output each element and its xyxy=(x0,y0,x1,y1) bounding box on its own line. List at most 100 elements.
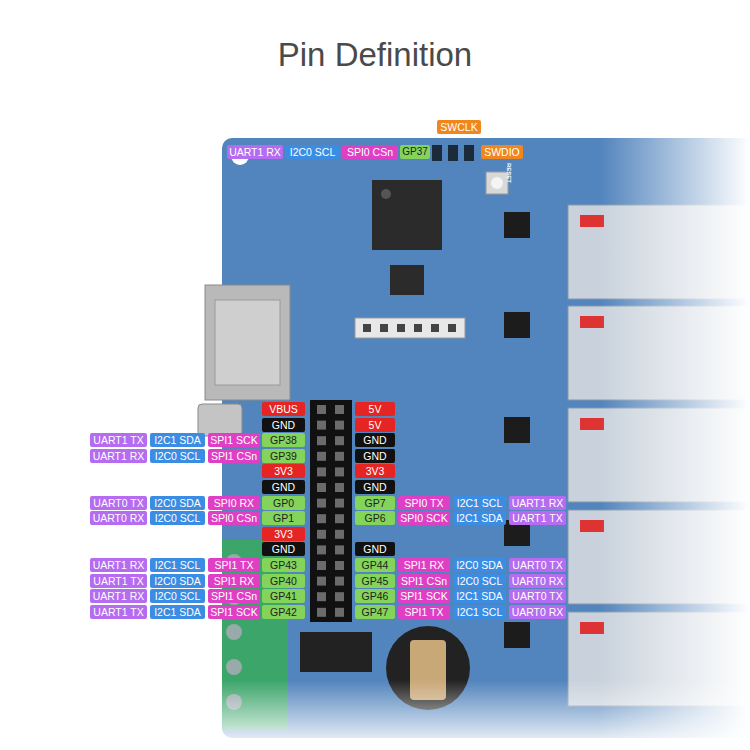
header-pin xyxy=(317,530,326,539)
header-pin xyxy=(335,499,344,508)
fade-right xyxy=(600,130,750,750)
fade-bottom xyxy=(180,680,750,750)
small-chip xyxy=(390,265,424,295)
optocoupler xyxy=(504,212,530,238)
pin-label: I2C1 SDA xyxy=(453,511,506,525)
pin-label: SPI0 SCK xyxy=(398,511,450,525)
pin-label: VBUS xyxy=(262,402,305,416)
screw xyxy=(226,659,242,675)
pin-label: GND xyxy=(262,418,305,432)
header-pin xyxy=(317,514,326,523)
pin xyxy=(397,324,405,332)
pin-label: GND xyxy=(355,480,395,494)
pin-label: SPI1 SCK xyxy=(208,433,260,447)
header-pin xyxy=(317,405,326,414)
silkscreen-text: RESET xyxy=(506,163,512,183)
pin-label: SPI1 SCK xyxy=(208,605,260,619)
pin-label: UART1 RX xyxy=(90,558,147,572)
pin-label: GP41 xyxy=(262,589,305,603)
pin-label: GP43 xyxy=(262,558,305,572)
pin-label: UART1 RX xyxy=(227,145,283,159)
header-pin xyxy=(335,577,344,586)
header-pin xyxy=(335,421,344,430)
pin-label: UART1 TX xyxy=(509,511,566,525)
pin xyxy=(448,324,456,332)
header-pin xyxy=(317,545,326,554)
pin-label: I2C0 SDA xyxy=(150,496,205,510)
pin-label: GP47 xyxy=(355,605,395,619)
pin-label: SPI1 CSn xyxy=(398,574,450,588)
header-pin xyxy=(335,561,344,570)
usb-port xyxy=(198,404,242,436)
pin-label: SPI1 RX xyxy=(208,574,260,588)
pin-label: UART1 TX xyxy=(90,605,147,619)
pin-label: I2C0 SCL xyxy=(150,589,205,603)
pin-label: GP1 xyxy=(262,511,305,525)
pin-label: I2C1 SCL xyxy=(150,558,205,572)
pin-label: GP45 xyxy=(355,574,395,588)
header-pin xyxy=(317,436,326,445)
optocoupler xyxy=(504,622,530,648)
pin-label: SPI1 RX xyxy=(398,558,450,572)
pin-label: I2C1 SDA xyxy=(453,589,506,603)
pin-label: UART1 RX xyxy=(90,449,147,463)
pin-label: UART1 TX xyxy=(90,433,147,447)
ethernet-jack xyxy=(205,285,290,400)
pin-label: SPI1 CSn xyxy=(208,589,260,603)
screw xyxy=(226,624,242,640)
pin-label: 3V3 xyxy=(262,464,305,478)
pin xyxy=(380,324,388,332)
pin-label: 3V3 xyxy=(355,464,395,478)
pin-label: GND xyxy=(262,542,305,556)
ethernet-face xyxy=(215,300,280,385)
header-pin xyxy=(335,467,344,476)
ic xyxy=(300,632,372,672)
pin-label: UART0 TX xyxy=(90,496,147,510)
pin-label: UART0 RX xyxy=(509,574,566,588)
pin-label: I2C0 SDA xyxy=(150,574,205,588)
reset-button xyxy=(486,172,508,194)
pin xyxy=(431,324,439,332)
header-pin xyxy=(335,608,344,617)
header-pin xyxy=(317,421,326,430)
pin-label: SPI1 SCK xyxy=(398,589,450,603)
pin-label: I2C0 SCL xyxy=(150,449,205,463)
header-pin xyxy=(317,467,326,476)
header-pin xyxy=(335,483,344,492)
pin-label: GP40 xyxy=(262,574,305,588)
header-pin xyxy=(317,483,326,492)
header-pins xyxy=(317,405,344,617)
pin-label: SPI0 RX xyxy=(208,496,260,510)
pin-label: SPI1 TX xyxy=(398,605,450,619)
pin-label: I2C1 SCL xyxy=(453,605,506,619)
header-pin xyxy=(335,545,344,554)
pin-label: I2C0 SCL xyxy=(285,145,340,159)
pin-label: GP37 xyxy=(400,145,430,159)
pin-label: I2C1 SCL xyxy=(453,496,506,510)
pin-label: UART1 RX xyxy=(90,589,147,603)
reset-cap xyxy=(491,177,503,189)
pin-label: GP39 xyxy=(262,449,305,463)
header-pin xyxy=(317,499,326,508)
pin-label: 5V xyxy=(355,402,395,416)
pin xyxy=(363,324,371,332)
pin-label: GP7 xyxy=(355,496,395,510)
pin xyxy=(414,324,422,332)
pin-label: UART0 TX xyxy=(509,558,566,572)
pin-label: 5V xyxy=(355,418,395,432)
pin-label: GND xyxy=(355,433,395,447)
header-pin xyxy=(335,592,344,601)
header-pin xyxy=(335,530,344,539)
pin-label: GP44 xyxy=(355,558,395,572)
pin-label: GP42 xyxy=(262,605,305,619)
pin-label: I2C1 SDA xyxy=(150,605,205,619)
pin-header xyxy=(310,400,352,622)
pin-label: SPI1 CSn xyxy=(208,449,260,463)
pin-label: SPI0 TX xyxy=(398,496,450,510)
header-pin xyxy=(317,608,326,617)
swd-pin xyxy=(464,145,474,161)
optocoupler xyxy=(504,312,530,338)
pin-label: I2C0 SDA xyxy=(453,558,506,572)
